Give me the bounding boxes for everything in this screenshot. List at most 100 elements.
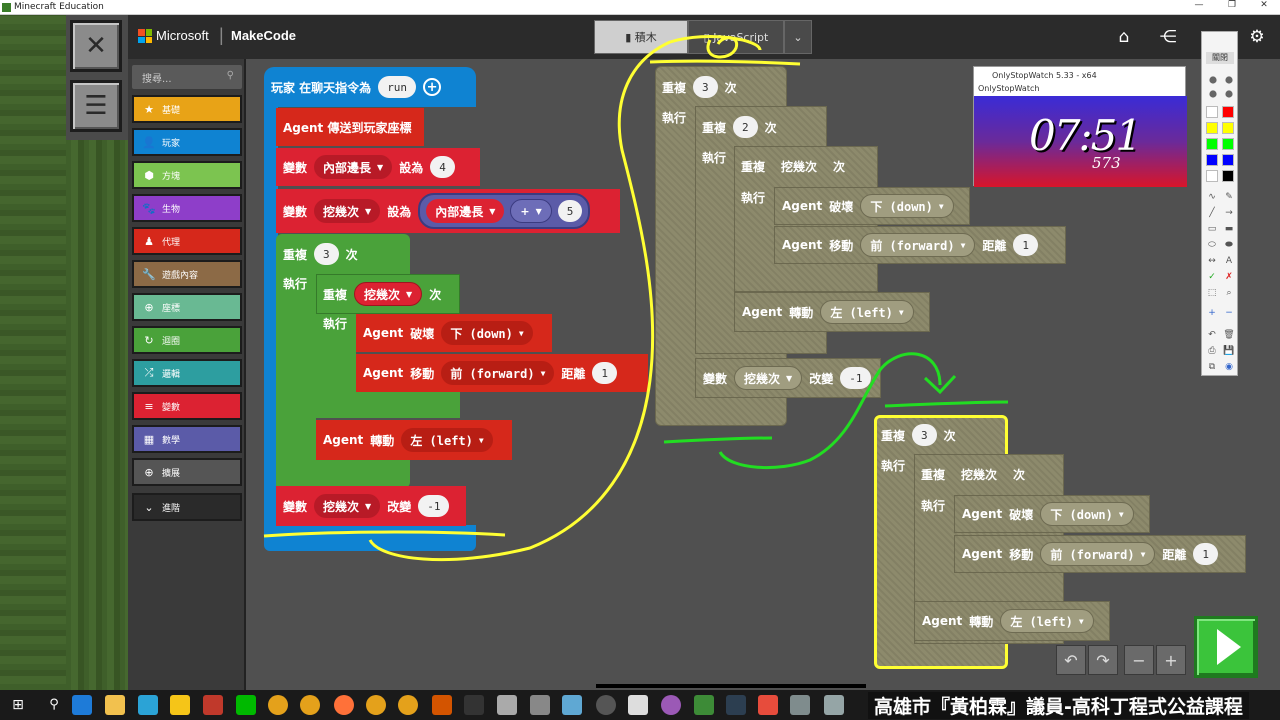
filled-ellipse-icon[interactable]: ⬬ xyxy=(1225,240,1233,250)
close-window-button[interactable]: ✕ xyxy=(1260,0,1268,10)
app-icon-light[interactable] xyxy=(824,695,844,715)
ghost-sel-var-dropdown[interactable]: 挖幾次 xyxy=(961,467,998,482)
agent-destroy-block[interactable]: Agent 破壞 下 (down)▼ xyxy=(356,314,552,352)
settings-icon[interactable]: ⚙ xyxy=(1249,27,1265,47)
notes-icon[interactable] xyxy=(170,695,190,715)
set-value-input-1[interactable]: 4 xyxy=(430,156,455,178)
on-chat-command-block[interactable]: 玩家 在聊天指令為 run + xyxy=(264,67,476,107)
palette-color-swatch[interactable] xyxy=(1206,138,1218,150)
pen-size-dot[interactable] xyxy=(1209,90,1217,98)
palette-color-swatch[interactable] xyxy=(1206,154,1218,166)
trash-icon[interactable]: 🗑 xyxy=(1223,330,1235,340)
arrow-tool-icon[interactable]: → xyxy=(1225,208,1233,218)
ghost-sel-distance[interactable]: 1 xyxy=(1193,543,1219,565)
ghost-change-val[interactable]: -1 xyxy=(840,367,872,389)
toolbox-category-4[interactable]: ♟代理 xyxy=(132,227,242,255)
palette-color-swatch[interactable] xyxy=(1222,106,1234,118)
turn-direction-dropdown[interactable]: 左 (left)▼ xyxy=(401,428,493,452)
ghost-repeat-var-dropdown[interactable]: 挖幾次 xyxy=(781,159,818,174)
ghost-move-dir[interactable]: 前 (forward)▼ xyxy=(860,233,976,257)
repeat-count-input[interactable]: 3 xyxy=(314,243,339,265)
chrome-icon-2[interactable] xyxy=(300,695,320,715)
ellipse-tool-icon[interactable]: ⬭ xyxy=(1208,240,1216,250)
palette-color-swatch[interactable] xyxy=(1206,170,1218,182)
chrome-icon-3[interactable] xyxy=(366,695,386,715)
ghost-repeat-count[interactable]: 3 xyxy=(693,76,718,98)
palette-color-swatch[interactable] xyxy=(1206,106,1218,118)
operator-dropdown[interactable]: +▼ xyxy=(510,199,552,223)
palette-color-swatch[interactable] xyxy=(1222,154,1234,166)
toolbox-category-6[interactable]: ⊕座標 xyxy=(132,293,242,321)
agent-turn-block[interactable]: Agent 轉動 左 (left)▼ xyxy=(316,420,512,460)
app-icon-blue[interactable] xyxy=(562,695,582,715)
toolbox-category-2[interactable]: ⬢方塊 xyxy=(132,161,242,189)
check-icon[interactable]: ✓ xyxy=(1208,272,1216,282)
agent-teleport-block[interactable]: Agent 傳送到玩家座標 xyxy=(276,108,424,146)
app-icon-orange[interactable] xyxy=(432,695,452,715)
search-input[interactable]: 搜尋... ⚲ xyxy=(132,65,242,89)
ghost-repeat-2-count[interactable]: 2 xyxy=(733,116,758,138)
toolbox-category-9[interactable]: ≡變數 xyxy=(132,392,242,420)
app-icon-white[interactable] xyxy=(628,695,648,715)
tab-blocks[interactable]: ▮ 積木 xyxy=(594,20,688,54)
close-code-builder-button[interactable]: ✕ xyxy=(70,20,122,72)
variable-dropdown-inner-side[interactable]: 內部邊長▼ xyxy=(314,155,393,179)
pen-size-dot[interactable] xyxy=(1225,76,1233,84)
menu-button[interactable]: ☰ xyxy=(70,80,122,132)
ghost-sel-destroy-dir[interactable]: 下 (down)▼ xyxy=(1040,502,1134,526)
toolbox-category-0[interactable]: ★基礎 xyxy=(132,95,242,123)
add-parameter-icon[interactable]: + xyxy=(423,78,442,96)
ghost-move-distance[interactable]: 1 xyxy=(1013,234,1039,256)
line-tool-icon[interactable]: ╱ xyxy=(1209,208,1215,218)
pen-size-dot[interactable] xyxy=(1225,90,1233,98)
tab-javascript[interactable]: ▯ JavaScript xyxy=(688,20,784,54)
ghost-change-var-dropdown[interactable]: 挖幾次▼ xyxy=(734,366,803,390)
capcut-icon[interactable] xyxy=(464,695,484,715)
line-icon[interactable] xyxy=(236,695,256,715)
highlighter-icon[interactable]: ✎ xyxy=(1225,192,1233,202)
ghost-sel-turn-dir[interactable]: 左 (left)▼ xyxy=(1000,609,1094,633)
ghost-change-variable[interactable]: 變數挖幾次▼改變-1 xyxy=(695,358,881,398)
text-tool-icon[interactable]: A xyxy=(1225,256,1233,266)
move-distance-input[interactable]: 1 xyxy=(592,362,618,384)
zoom-out-button[interactable]: − xyxy=(1124,645,1154,675)
palette-close-tab[interactable]: 關閉 xyxy=(1206,52,1234,64)
rectangle-tool-icon[interactable]: ▭ xyxy=(1207,224,1217,234)
zoom-in-icon[interactable]: + xyxy=(1208,308,1216,318)
pen-size-dot[interactable] xyxy=(1209,76,1217,84)
print-icon[interactable]: ⎙ xyxy=(1208,346,1216,356)
set-variable-block-1[interactable]: 變數 內部邊長▼ 設為 4 xyxy=(276,148,480,186)
home-icon[interactable]: ⌂ xyxy=(1118,27,1130,47)
change-variable-block[interactable]: 變數 挖幾次▼ 改變 -1 xyxy=(276,486,466,526)
maximize-button[interactable]: ❐ xyxy=(1227,0,1237,10)
ghost-destroy-dir[interactable]: 下 (down)▼ xyxy=(860,194,954,218)
ghost-sel-count[interactable]: 3 xyxy=(912,424,937,446)
file-explorer-icon[interactable] xyxy=(105,695,125,715)
toolbox-category-3[interactable]: 🐾生物 xyxy=(132,194,242,222)
cross-icon[interactable]: ✗ xyxy=(1225,272,1233,282)
edge-icon[interactable] xyxy=(138,695,158,715)
toolbox-category-10[interactable]: ▦數學 xyxy=(132,425,242,453)
undo-button[interactable]: ↶ xyxy=(1056,645,1086,675)
select-icon[interactable]: ⬚ xyxy=(1207,288,1217,298)
app-icon-purple[interactable] xyxy=(661,695,681,715)
destroy-direction-dropdown[interactable]: 下 (down)▼ xyxy=(441,321,533,345)
chat-command-input[interactable]: run xyxy=(378,76,417,98)
variable-dropdown-dig-count[interactable]: 挖幾次▼ xyxy=(314,199,381,223)
toolbox-category-11[interactable]: ⊕擴展 xyxy=(132,458,242,486)
save-icon[interactable]: 💾 xyxy=(1223,346,1235,356)
toolbox-category-8[interactable]: ⤮邏輯 xyxy=(132,359,242,387)
zoom-out-icon[interactable]: − xyxy=(1225,308,1233,318)
ghost-sel-move-dir[interactable]: 前 (forward)▼ xyxy=(1040,542,1156,566)
toolbox-category-5[interactable]: 🔧遊戲內容 xyxy=(132,260,242,288)
plus-value-input[interactable]: 5 xyxy=(557,200,583,222)
move-direction-dropdown[interactable]: 前 (forward)▼ xyxy=(441,361,555,385)
filled-rect-icon[interactable]: ▬ xyxy=(1224,224,1234,234)
share-icon[interactable]: ⋲ xyxy=(1159,27,1177,47)
language-dropdown[interactable]: ⌄ xyxy=(784,20,812,54)
obs-icon[interactable] xyxy=(596,695,616,715)
